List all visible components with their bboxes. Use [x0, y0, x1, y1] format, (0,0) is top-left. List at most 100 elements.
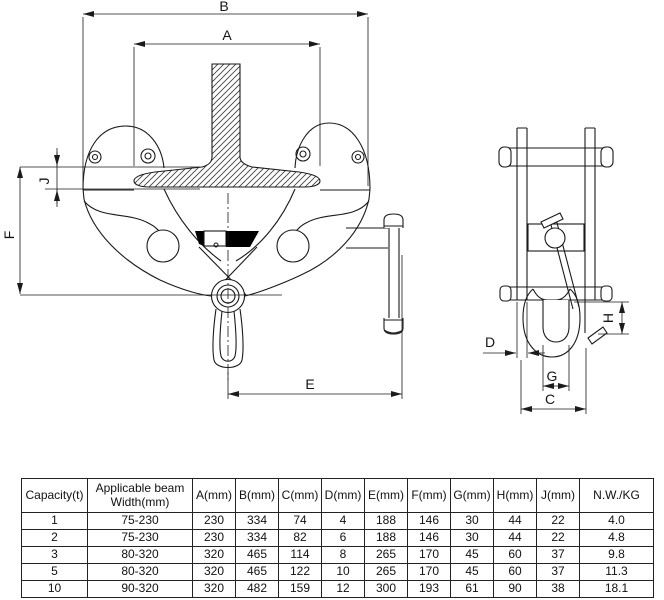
table-cell: 4.8 [579, 529, 654, 547]
table-cell: 9.8 [579, 546, 654, 564]
table-cell: 170 [407, 563, 451, 581]
col-header: A(mm) [192, 478, 236, 513]
table-cell: 74 [278, 512, 322, 530]
left-plate [516, 127, 528, 300]
table-cell: 193 [407, 580, 451, 598]
dim-label-G: G [547, 368, 558, 384]
table-cell: 80-320 [87, 563, 193, 581]
table-cell: 60 [493, 546, 537, 564]
top-bar [498, 146, 614, 168]
table-cell: 37 [536, 546, 580, 564]
table-cell: 22 [536, 512, 580, 530]
table-cell: 8 [321, 546, 365, 564]
cotter-pin [587, 326, 608, 345]
table-cell: 10 [321, 563, 365, 581]
table-cell: 170 [407, 546, 451, 564]
table-cell: 265 [364, 563, 408, 581]
table-cell: 61 [450, 580, 494, 598]
side-shackle [522, 288, 581, 358]
col-header: G(mm) [450, 478, 494, 513]
beam-section [133, 63, 321, 188]
table-cell: 334 [235, 512, 279, 530]
table-row: 10 90-320 320 482 159 12 300 193 61 90 3… [21, 580, 654, 598]
table-row: 2 75-230 230 334 82 6 188 146 30 44 22 4… [21, 529, 654, 547]
table-cell: 75-230 [87, 512, 193, 530]
side-view: H D G C [483, 127, 629, 414]
table-cell: 37 [536, 563, 580, 581]
ratchet-band [195, 230, 259, 248]
table-cell: 230 [192, 512, 236, 530]
col-header: Capacity(t) [21, 478, 88, 513]
left-hole [146, 229, 180, 263]
table-cell: 6 [321, 529, 365, 547]
col-header: F(mm) [407, 478, 451, 513]
table-cell: 320 [192, 580, 236, 598]
col-header: B(mm) [235, 478, 279, 513]
col-header: E(mm) [364, 478, 408, 513]
table-cell: 30 [450, 512, 494, 530]
table-cell: 114 [278, 546, 322, 564]
table-cell: 230 [192, 529, 236, 547]
right-hole [276, 229, 310, 263]
table-cell: 80-320 [87, 546, 193, 564]
table-row: 1 75-230 230 334 74 4 188 146 30 44 22 4… [21, 512, 654, 530]
dim-label-H: H [600, 313, 616, 323]
table-cell: 188 [364, 512, 408, 530]
table-cell: 44 [493, 529, 537, 547]
dim-label-E: E [305, 376, 314, 392]
rivets [88, 146, 365, 164]
dim-label-B: B [219, 0, 228, 14]
table-cell: 188 [364, 529, 408, 547]
table-row: 5 80-320 320 465 122 10 265 170 45 60 37… [21, 563, 654, 581]
spec-table: Capacity(t) Applicable beam Width(mm) A(… [21, 478, 654, 598]
table-cell: 10 [21, 580, 88, 598]
table-cell: 90 [493, 580, 537, 598]
table-cell: 465 [235, 563, 279, 581]
dim-label-F: F [1, 231, 17, 240]
dim-label-J: J [36, 178, 52, 185]
table-cell: 146 [407, 512, 451, 530]
table-cell: 2 [21, 529, 88, 547]
table-cell: 4 [321, 512, 365, 530]
table-cell: 90-320 [87, 580, 193, 598]
technical-drawing: B A [1, 0, 629, 414]
col-header: N.W./KG [579, 478, 654, 513]
table-cell: 465 [235, 546, 279, 564]
table-cell: 320 [192, 563, 236, 581]
right-plate [584, 127, 596, 333]
table-cell: 122 [278, 563, 322, 581]
table-cell: 146 [407, 529, 451, 547]
table-cell: 22 [536, 529, 580, 547]
table-cell: 45 [450, 563, 494, 581]
dim-label-C: C [545, 391, 555, 407]
table-cell: 60 [493, 563, 537, 581]
cam-mechanism [527, 212, 585, 310]
table-cell: 482 [235, 580, 279, 598]
col-header: H(mm) [493, 478, 537, 513]
table-cell: 18.1 [579, 580, 654, 598]
lower-bar [499, 285, 613, 302]
col-header: C(mm) [278, 478, 322, 513]
table-cell: 300 [364, 580, 408, 598]
table-cell: 11.3 [579, 563, 654, 581]
table-cell: 45 [450, 546, 494, 564]
col-header: D(mm) [321, 478, 365, 513]
table-row: 3 80-320 320 465 114 8 265 170 45 60 37 … [21, 546, 654, 564]
table-cell: 30 [450, 529, 494, 547]
table-cell: 159 [278, 580, 322, 598]
dim-label-D: D [485, 334, 495, 350]
table-cell: 12 [321, 580, 365, 598]
col-header: J(mm) [536, 478, 580, 513]
header-row: Capacity(t) Applicable beam Width(mm) A(… [21, 478, 654, 513]
table-cell: 334 [235, 529, 279, 547]
table-cell: 82 [278, 529, 322, 547]
handle [346, 213, 404, 335]
table-cell: 75-230 [87, 529, 193, 547]
table-cell: 1 [21, 512, 88, 530]
table-cell: 320 [192, 546, 236, 564]
dim-label-A: A [222, 27, 232, 43]
table-cell: 5 [21, 563, 88, 581]
table-cell: 3 [21, 546, 88, 564]
col-header: Applicable beam Width(mm) [87, 478, 193, 513]
